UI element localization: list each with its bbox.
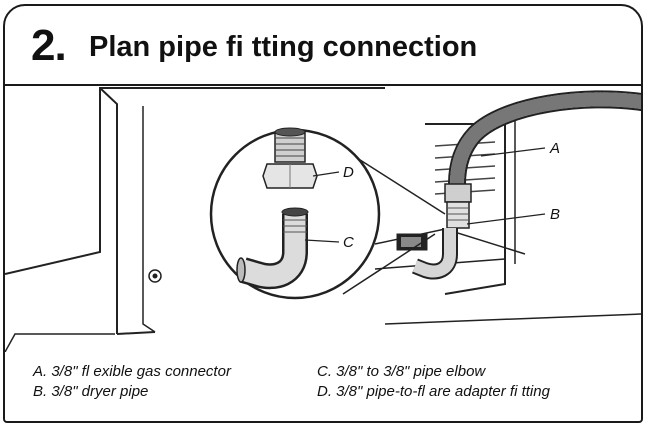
step-title: Plan pipe fi tting connection	[89, 31, 478, 63]
installed-elbow	[412, 228, 458, 280]
step-number: 2.	[31, 21, 67, 70]
instruction-panel: 2. Plan pipe fi tting connection	[3, 4, 643, 423]
cabinet-screw-icon	[148, 269, 162, 283]
dryer-back-illustration: A B C D	[5, 87, 641, 352]
flare-nut-fitting	[444, 183, 472, 229]
pipe-elbow-detail	[236, 207, 309, 290]
step-header: 2. Plan pipe fi tting connection	[5, 6, 641, 86]
legend-item-c: C. 3/8" to 3/8" pipe elbow	[317, 363, 486, 380]
dryer-cabinet	[5, 87, 641, 352]
callout-a: A	[549, 140, 560, 157]
dryer-pipe	[396, 233, 428, 251]
callout-d: D	[343, 164, 354, 181]
callout-c: C	[343, 234, 354, 251]
callout-pointers	[304, 147, 546, 243]
legend-item-a: A. 3/8" fl exible gas connector	[33, 363, 231, 380]
flexible-gas-connector	[448, 90, 641, 193]
flare-adapter-fitting	[262, 127, 318, 189]
callout-b: B	[550, 206, 560, 223]
legend-item-d: D. 3/8" pipe-to-fl are adapter fi tting	[317, 383, 550, 400]
zoom-detail-circle	[209, 127, 381, 300]
parts-legend: A. 3/8" fl exible gas connector B. 3/8" …	[5, 358, 641, 418]
legend-item-b: B. 3/8" dryer pipe	[33, 383, 149, 400]
